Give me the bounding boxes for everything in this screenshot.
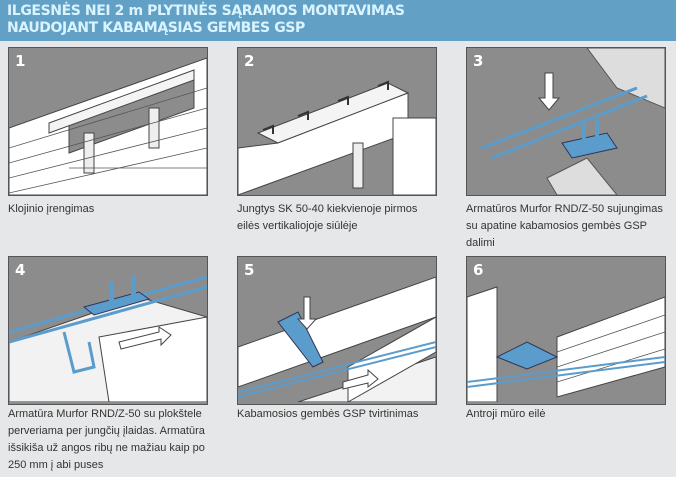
step-1-caption: Klojinio įrengimas	[8, 203, 95, 215]
reinforcement-joining-illustration	[481, 48, 665, 195]
step-number: 4	[15, 261, 26, 279]
formwork-illustration	[9, 57, 207, 195]
step-5-illustration: min. 250 mm 5	[237, 256, 437, 405]
reinforcement-threading-illustration	[9, 275, 207, 402]
step-number: 3	[473, 52, 484, 70]
title-line-1: ILGESNĖS NEI 2 m PLYTINĖS SĄRAMOS MONTAV…	[7, 3, 405, 19]
step-3-illustration: 3	[466, 47, 666, 196]
step-3-caption: Armatūros Murfor RND/Z-50 sujungimas su …	[466, 203, 663, 249]
step-1-illustration: 1	[8, 47, 208, 196]
step-6-caption: Antroji mūro eilė	[466, 408, 546, 420]
second-course-illustration	[467, 286, 665, 402]
step-4-illustration: 4	[8, 256, 208, 405]
step-2-illustration: 2	[237, 47, 437, 196]
step-6-illustration: 6	[466, 256, 666, 405]
header-bar: ILGESNĖS NEI 2 m PLYTINĖS SĄRAMOS MONTAV…	[0, 0, 676, 41]
step-4-caption: Armatūra Murfor RND/Z-50 su plokštele pe…	[8, 408, 205, 471]
step-number: 6	[473, 261, 484, 279]
step-number: 5	[244, 261, 255, 279]
connectors-illustration	[238, 80, 436, 195]
title-line-2: NAUDOJANT KABAMĄSIAS GEMBES GSP	[7, 20, 305, 36]
step-5-caption: Kabamosios gembės GSP tvirtinimas	[237, 408, 419, 420]
step-number: 2	[244, 52, 255, 70]
step-number: 1	[15, 52, 26, 70]
page-title: ILGESNĖS NEI 2 m PLYTINĖS SĄRAMOS MONTAV…	[7, 3, 405, 37]
bracket-fixing-illustration: min. 250 mm	[238, 276, 436, 402]
step-2-caption: Jungtys SK 50-40 kiekvienoje pirmos eilė…	[237, 203, 418, 232]
